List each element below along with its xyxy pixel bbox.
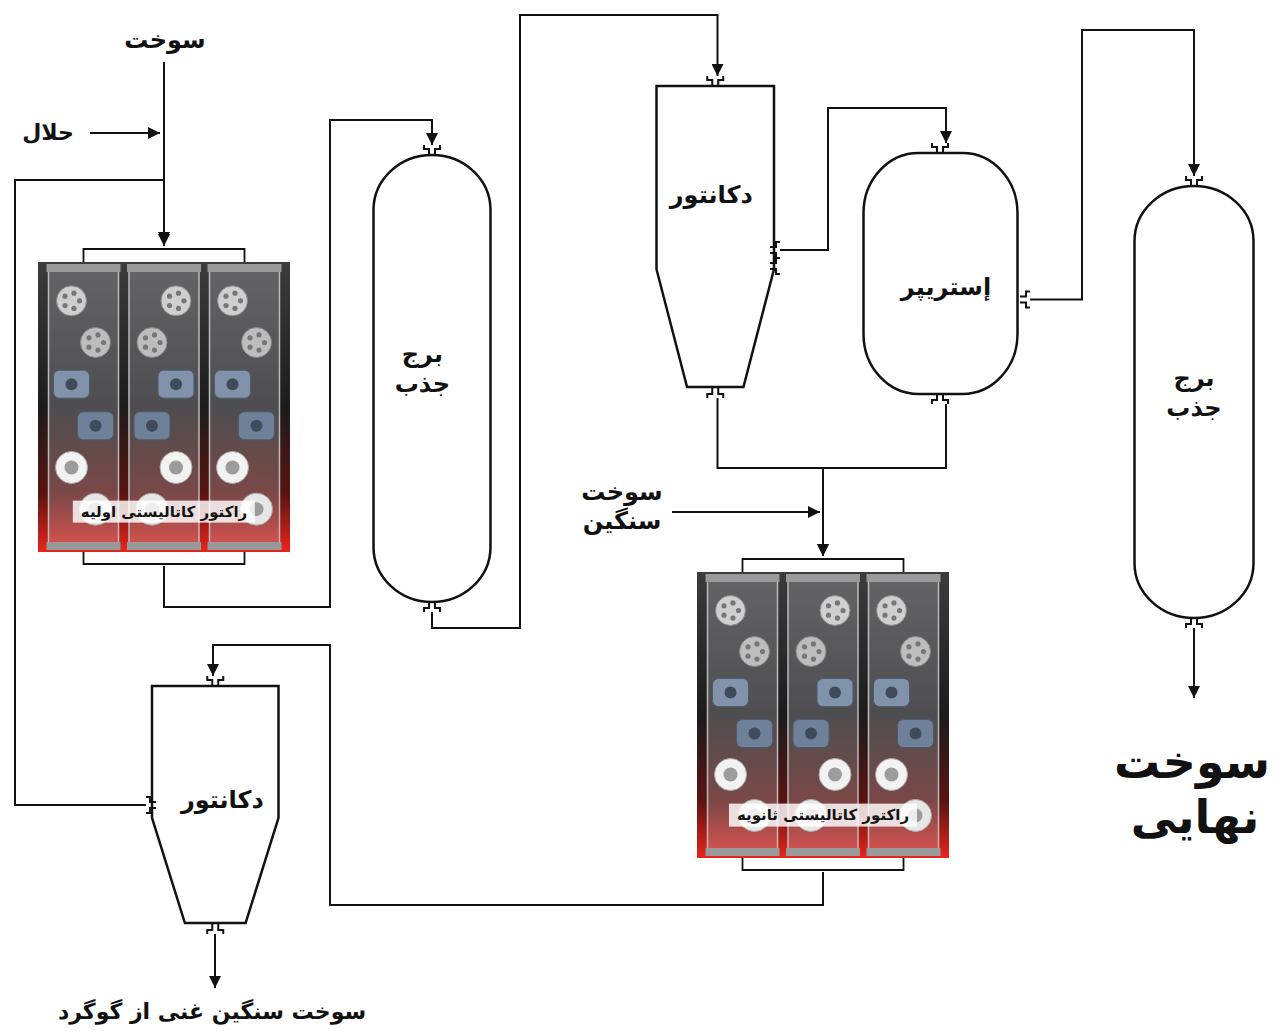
stream-label: حلال — [22, 120, 74, 146]
stripper-node: إستریپر — [862, 143, 1030, 404]
nozzle — [770, 258, 780, 274]
sulfur-fuel-outlet-line — [214, 934, 216, 988]
nozzle — [424, 145, 440, 155]
unit-label: دکانتور — [179, 785, 266, 815]
stream-label: سوخت نهایی — [1120, 735, 1270, 845]
nozzle — [707, 76, 723, 86]
nozzle — [932, 394, 948, 404]
heavy-fuel-inlet-line — [672, 511, 820, 513]
reactor-label: راکتور کاتالیستی اولیه — [73, 500, 255, 523]
decanter-node: دکانتور — [655, 76, 780, 398]
decanter-shape — [655, 76, 780, 398]
decanter-node: دکانتور — [146, 676, 280, 934]
tower-body — [1135, 186, 1254, 618]
outlet-manifold — [743, 858, 904, 870]
nozzle — [1186, 176, 1202, 186]
reactor-housing — [697, 572, 949, 858]
nozzle — [1186, 618, 1202, 628]
stream-label: سوخت سنگین غنی از گوگرد — [58, 999, 366, 1025]
nozzle — [207, 676, 223, 686]
reactor-housing — [38, 262, 290, 552]
reactor-label: راکتور کاتالیستی ثانویه — [729, 804, 917, 827]
nozzle — [932, 143, 948, 153]
nozzle — [770, 242, 780, 258]
nozzle — [207, 924, 223, 934]
unit-label: برج جذب — [1157, 363, 1231, 423]
tower-node: برج جذب — [372, 145, 492, 612]
reactor-node: راکتور کاتالیستی ثانویه — [697, 556, 949, 872]
tower-body — [374, 155, 491, 602]
inlet-manifold — [743, 559, 904, 572]
reactor-node: راکتور کاتالیستی اولیه — [38, 246, 290, 566]
process-stream — [823, 404, 946, 556]
stripper-body — [864, 153, 1018, 394]
tower-node: برج جذب — [1133, 176, 1255, 628]
unit-label: دکانتور — [668, 180, 755, 210]
inlet-manifold — [84, 249, 245, 262]
final-fuel-outlet-line — [1193, 628, 1195, 698]
stream-label: سوخت سنگین — [572, 478, 672, 536]
outlet-manifold — [84, 552, 245, 564]
nozzle — [707, 388, 723, 398]
decanter-body — [152, 686, 279, 923]
nozzle — [424, 602, 440, 612]
process-stream — [718, 398, 824, 556]
decanter-body — [657, 86, 775, 387]
nozzle — [146, 797, 156, 813]
stream-label: سوخت — [124, 26, 205, 55]
unit-label: إستریپر — [899, 272, 993, 302]
process-stream — [213, 645, 823, 905]
unit-label: برج جذب — [385, 339, 459, 399]
solvent-inlet-line — [90, 132, 160, 134]
nozzle — [1020, 292, 1030, 308]
